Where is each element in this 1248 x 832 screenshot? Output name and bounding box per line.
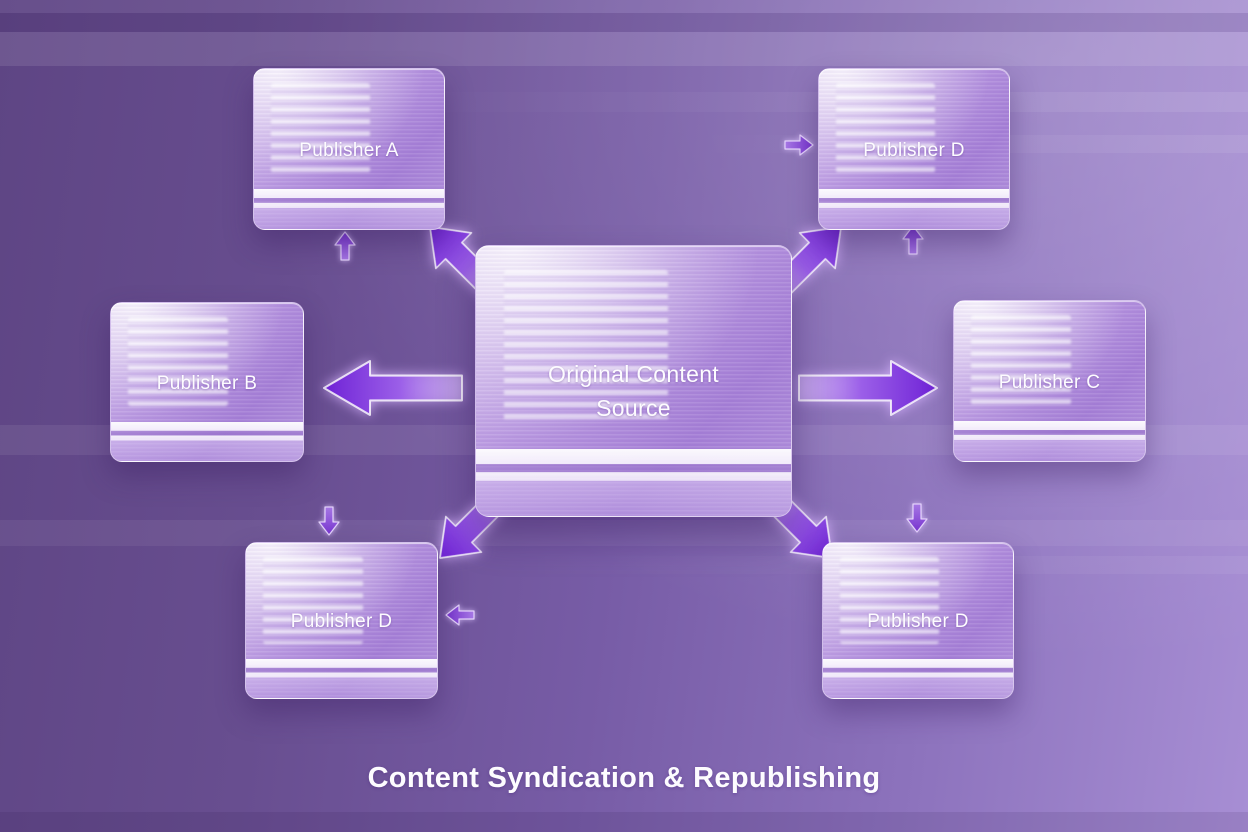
node-publisher-a: Publisher A	[253, 68, 445, 230]
divider-stripes	[476, 448, 791, 516]
small-arrow-up-publisher-a-icon	[333, 231, 357, 261]
node-label: Publisher D	[867, 611, 969, 633]
background-band	[0, 556, 1248, 574]
node-publisher-d-bottom-right: Publisher D	[822, 542, 1014, 699]
background-band	[0, 135, 1248, 153]
divider-stripes	[246, 659, 437, 698]
text-placeholder-lines	[836, 83, 935, 173]
divider-stripes	[111, 421, 303, 461]
text-placeholder-lines	[971, 315, 1071, 405]
text-placeholder-lines	[263, 556, 363, 644]
node-label: Publisher B	[156, 372, 258, 394]
node-label: Publisher C	[998, 371, 1101, 393]
divider-stripes	[823, 659, 1013, 698]
node-original-content-source: Original Content Source	[475, 245, 792, 517]
node-publisher-b: Publisher B	[110, 302, 304, 462]
background-band	[0, 812, 1248, 832]
node-label: Publisher D	[863, 139, 965, 161]
background-band	[0, 0, 1248, 13]
background-band	[0, 13, 1248, 32]
small-arrow-up-publisher-d-top-icon	[901, 225, 925, 255]
arrow-source-to-publisher-b-icon	[322, 359, 463, 417]
node-publisher-d-top-right: Publisher D	[818, 68, 1010, 230]
diagram-title: Content Syndication & Republishing	[367, 762, 881, 794]
small-arrow-down-publisher-d-bottom-right-icon	[905, 503, 929, 533]
node-label: Publisher A	[299, 139, 399, 161]
divider-stripes	[954, 421, 1145, 461]
node-label: Original Content Source	[548, 361, 719, 421]
divider-stripes	[819, 189, 1009, 229]
divider-stripes	[254, 189, 444, 229]
text-placeholder-lines	[504, 270, 669, 422]
node-publisher-d-bottom-left: Publisher D	[245, 542, 438, 699]
arrow-source-to-publisher-c-icon	[798, 359, 939, 417]
background-band	[0, 92, 1248, 112]
node-label: Publisher D	[290, 611, 393, 633]
background-band	[0, 520, 1248, 546]
text-placeholder-lines	[271, 83, 370, 173]
small-arrow-left-publisher-d-bottom-left-icon	[445, 603, 475, 627]
text-placeholder-lines	[840, 556, 939, 644]
node-publisher-c: Publisher C	[953, 300, 1146, 462]
small-arrow-right-publisher-d-top-icon	[784, 133, 814, 157]
small-arrow-down-publisher-d-bottom-left-icon	[317, 506, 341, 536]
text-placeholder-lines	[128, 317, 229, 406]
background-band	[0, 32, 1248, 66]
